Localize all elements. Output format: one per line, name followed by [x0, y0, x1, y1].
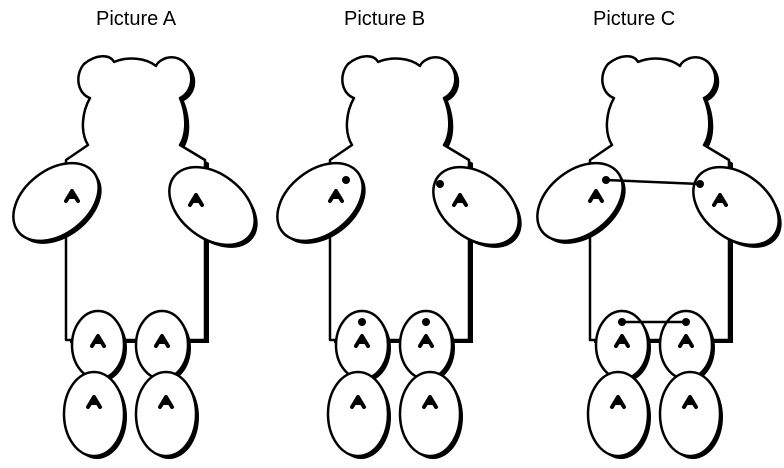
leg-upper-right-a: [136, 311, 188, 379]
panel-a: [0, 56, 273, 459]
panel-b: [262, 56, 536, 459]
leg-upper-left-a: [72, 311, 124, 379]
joint-dot-4-b: [422, 318, 430, 326]
joint-dot-3-b: [358, 318, 366, 326]
leg-lower-left-a: [64, 372, 124, 456]
leg-lower-left-c: [588, 372, 648, 456]
joint-dot-1-b: [342, 176, 350, 184]
leg-lower-right-b: [400, 372, 460, 456]
leg-lower-right-a: [136, 372, 196, 456]
leg-lower-left-b: [328, 372, 388, 456]
leg-lower-right-c: [660, 372, 720, 456]
panel-c: [522, 56, 784, 459]
joint-dot-2-b: [436, 180, 444, 188]
